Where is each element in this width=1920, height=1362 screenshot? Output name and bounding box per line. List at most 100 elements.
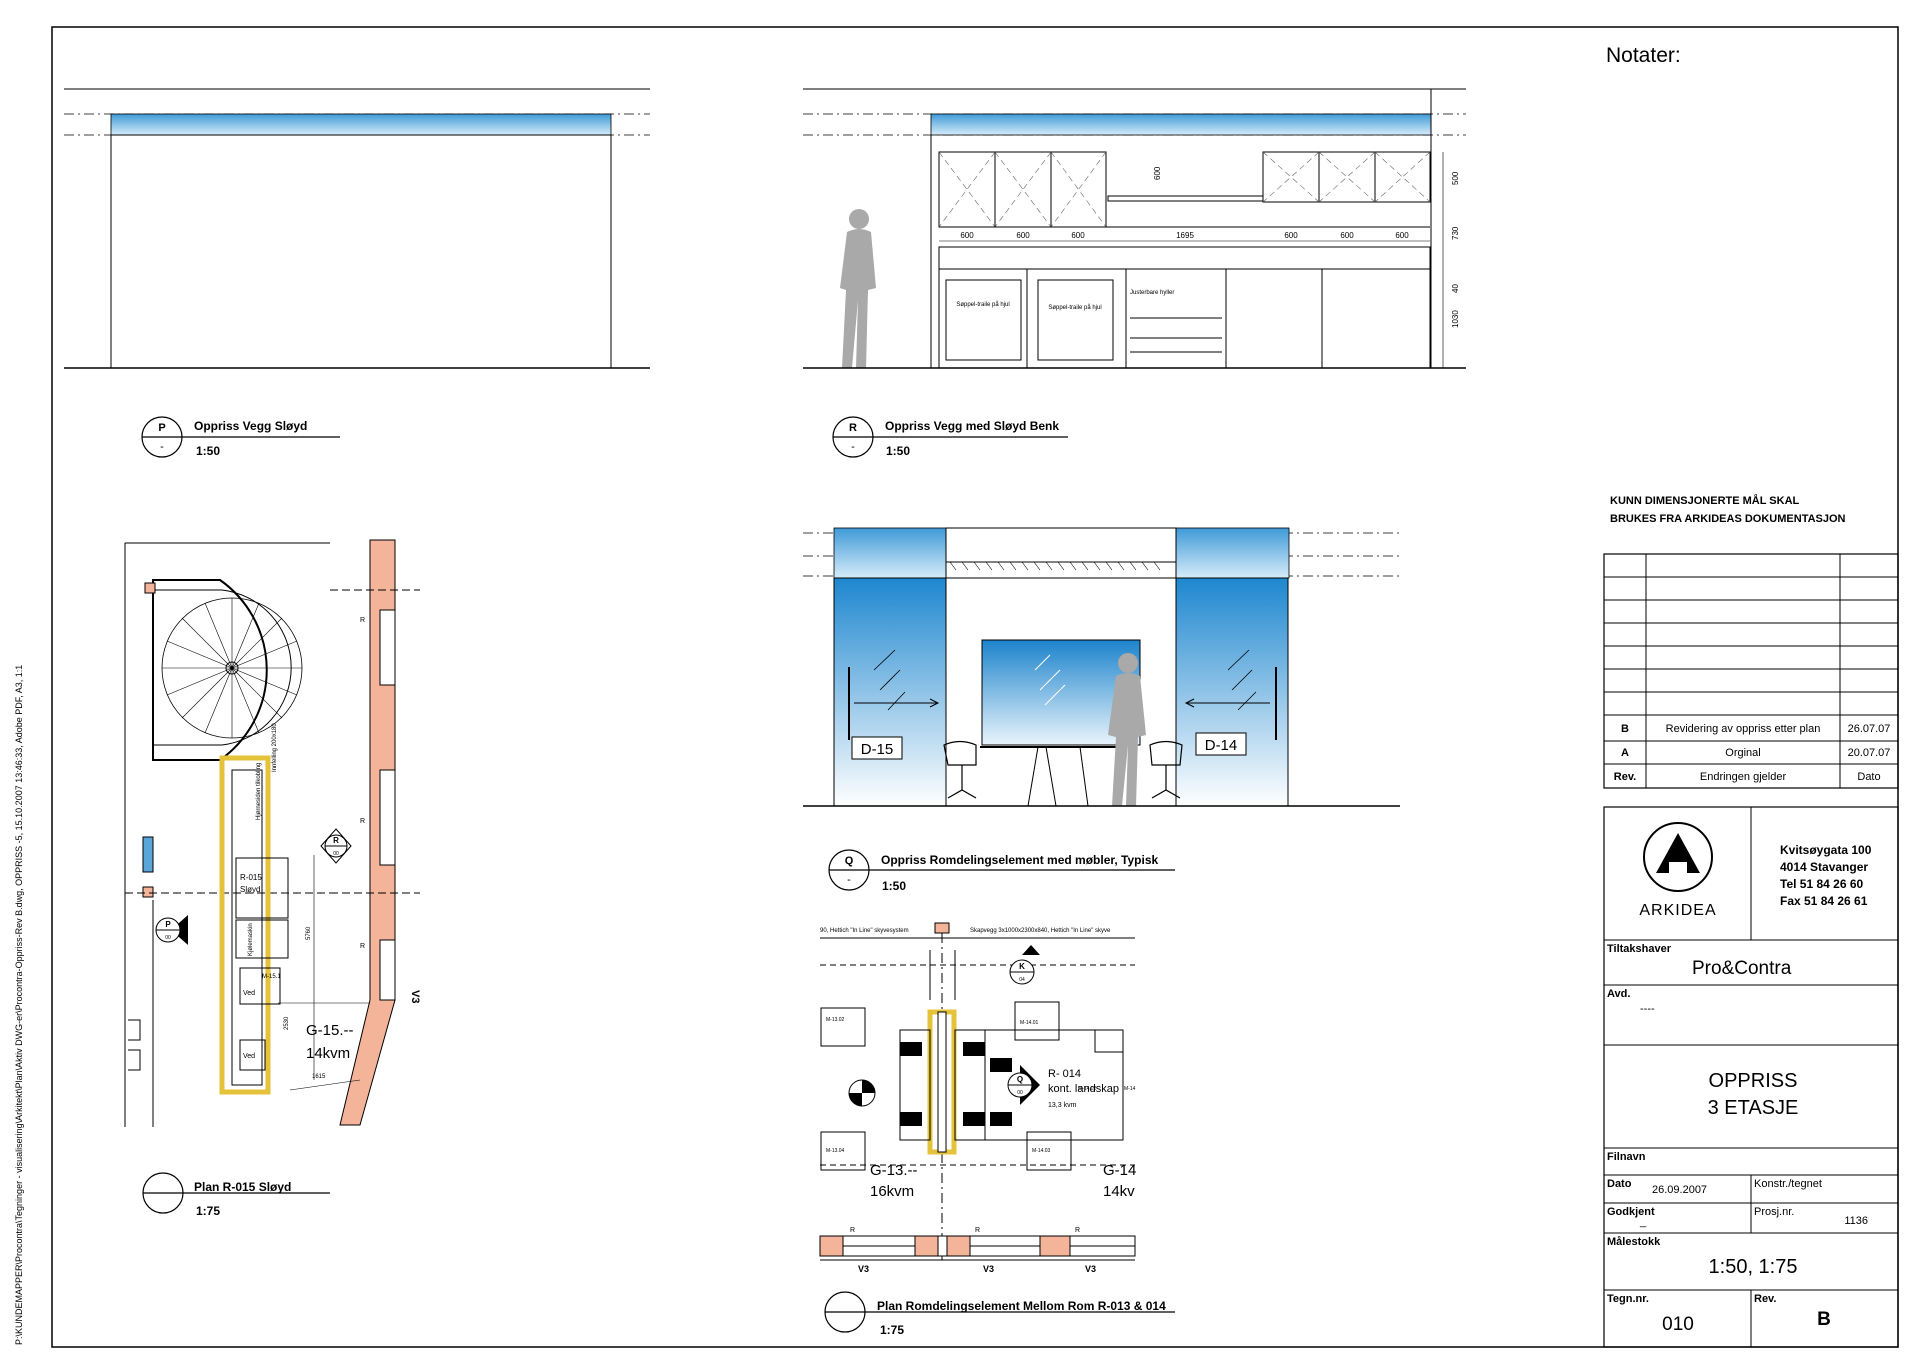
firm-address: Kvitsøygata 100 [1780,843,1872,857]
dim-label: 600 [960,231,974,240]
drawn-label: Konstr./tegnet [1754,1178,1822,1190]
dim-label: 1615 [312,1074,326,1080]
view-letter: P [158,422,165,434]
marker-letter: P [165,920,171,929]
room-area: 14kvm [306,1045,350,1062]
scale-label: Målestokk [1607,1236,1661,1248]
dim-label: 600 [1340,231,1354,240]
furniture-label: R-015 [240,873,262,882]
dim-label: 600 [1071,231,1085,240]
appliance-label: Hjørnesiden tilkobling [256,763,262,820]
furniture-label: Ved [243,990,255,997]
rev-description: Revidering av oppriss etter plan [1666,723,1821,735]
firm-phone: Tel 51 84 26 60 [1780,877,1864,891]
date-label: Dato [1607,1178,1632,1190]
wall-tag: V3 [1085,1264,1096,1274]
rev-letter: B [1621,723,1629,735]
file-label: Filnavn [1607,1151,1646,1163]
dept-value: ---- [1640,1003,1655,1015]
drawing-no-label: Tegn.nr. [1607,1293,1649,1305]
room-area: 16kvm [870,1183,914,1200]
furniture-label: Ved [243,1053,255,1060]
section-marker: K 04 [1009,945,1040,985]
trolley-label: Søppel-traile på hjul [956,301,1009,308]
rev-header: Rev. [1614,771,1636,783]
wall-outline [110,134,612,369]
dim-label: 600 [1016,231,1030,240]
rev-date: 26.07.07 [1848,723,1891,735]
chair [1149,740,1183,799]
wall-tag: V3 [409,990,421,1003]
client-label: Tiltakshaver [1607,943,1672,955]
drawing-title: OPPRISS [1709,1070,1798,1092]
view-label-plan015: Plan R-015 Sløyd 1:75 [142,1172,330,1218]
scale-value: 1:50, 1:75 [1709,1256,1798,1278]
view-title: Oppriss Romdelingselement med møbler, Ty… [881,853,1159,867]
desk-label: M-13.04 [826,1148,845,1154]
desk-label: M-14.03 [1032,1148,1051,1154]
north-arrow [848,1079,876,1107]
notes-heading: Notater: [1606,44,1681,67]
view-title: Plan R-015 Sløyd [194,1180,291,1194]
dim-label: 500 [1451,171,1460,185]
view-title: Oppriss Vegg Sløyd [194,419,307,433]
person-silhouette [840,209,876,368]
view-title: Oppriss Vegg med Sløyd Benk [885,419,1059,433]
section-marker: R 00 [320,828,352,864]
arkidea-logo: ARKIDEA [1639,822,1716,919]
desk-label: M-14.02 [1078,1086,1097,1092]
dim-label: 1030 [1451,310,1460,328]
r-tag: R [1075,1227,1080,1234]
elevation-p [64,88,650,369]
desk-label: M-14 [1124,1086,1136,1092]
wall-tag: V3 [858,1264,869,1274]
desk-label: M-13.02 [826,1017,845,1023]
date-value: 26.09.2007 [1652,1184,1707,1196]
appliance-label: Kjølemaskin [248,923,254,956]
appliance-label: Innfelling 200x180 [272,723,278,772]
plan-note: 90, Hettich "In Line" skyvesystem [820,928,909,934]
disclaimer-line: KUNN DIMENSJONERTE MÅL SKAL [1610,494,1800,507]
view-scale: 1:50 [882,879,906,893]
file-path-text: P:\KUNDEMAPPER\Procontra\Tegninger - vis… [14,665,24,1345]
dim-label: 40 [1451,284,1460,293]
view-letter: R [849,422,857,434]
dim-label: 600 [1153,166,1162,180]
r-tag: R [360,617,365,624]
firm-name: ARKIDEA [1639,902,1716,919]
revision-table: B Revidering av oppriss etter plan 26.07… [1603,553,1899,789]
view-sub: - [851,441,855,453]
shelves-label: Justerbare hyller [1130,290,1174,296]
view-label-p: P - Oppriss Vegg Sløyd 1:50 [141,416,340,458]
view-scale: 1:50 [886,444,910,458]
glass-header [110,113,612,136]
desk-label: M-14.01 [1020,1020,1039,1026]
plan-note: Skapvegg 3x1000x2300x840, Hettich "In Li… [970,928,1111,934]
rev-value: B [1817,1309,1831,1330]
project-number: 1136 [1844,1215,1868,1227]
marker-sub: 00 [1017,1090,1023,1096]
view-label-q: Q - Oppriss Romdelingselement med møbler… [828,849,1175,893]
view-label-plan013: Plan Romdelingselement Mellom Rom R-013 … [824,1291,1175,1337]
view-scale: 1:75 [196,1204,220,1218]
rev-label: Rev. [1754,1293,1776,1305]
room-area: 13,3 kvm [1048,1102,1077,1109]
furniture-label: Sløyd [240,885,260,894]
plan-r015: V3 R R R R-015 Sløyd Kjølemaskin Innfell… [124,539,421,1127]
elevation-r: 600 600 600 1695 600 600 600 600 Søppel-… [803,88,1466,369]
room-label: G-13.-- [870,1162,918,1179]
r-tag: R [360,943,365,950]
r-tag: R [975,1227,980,1234]
drawing-number: 010 [1662,1314,1694,1335]
dept-label: Avd. [1607,988,1630,1000]
door-tag-left: D-15 [861,741,894,758]
view-scale: 1:50 [196,444,220,458]
dim-label: 600 [1284,231,1298,240]
firm-fax: Fax 51 84 26 61 [1780,894,1868,908]
marker-letter: K [1019,962,1025,971]
rev-letter: A [1621,747,1629,759]
rev-date: 20.07.07 [1848,747,1891,759]
room-area: 14kv [1103,1183,1135,1200]
marker-letter: Q [1017,1075,1023,1084]
